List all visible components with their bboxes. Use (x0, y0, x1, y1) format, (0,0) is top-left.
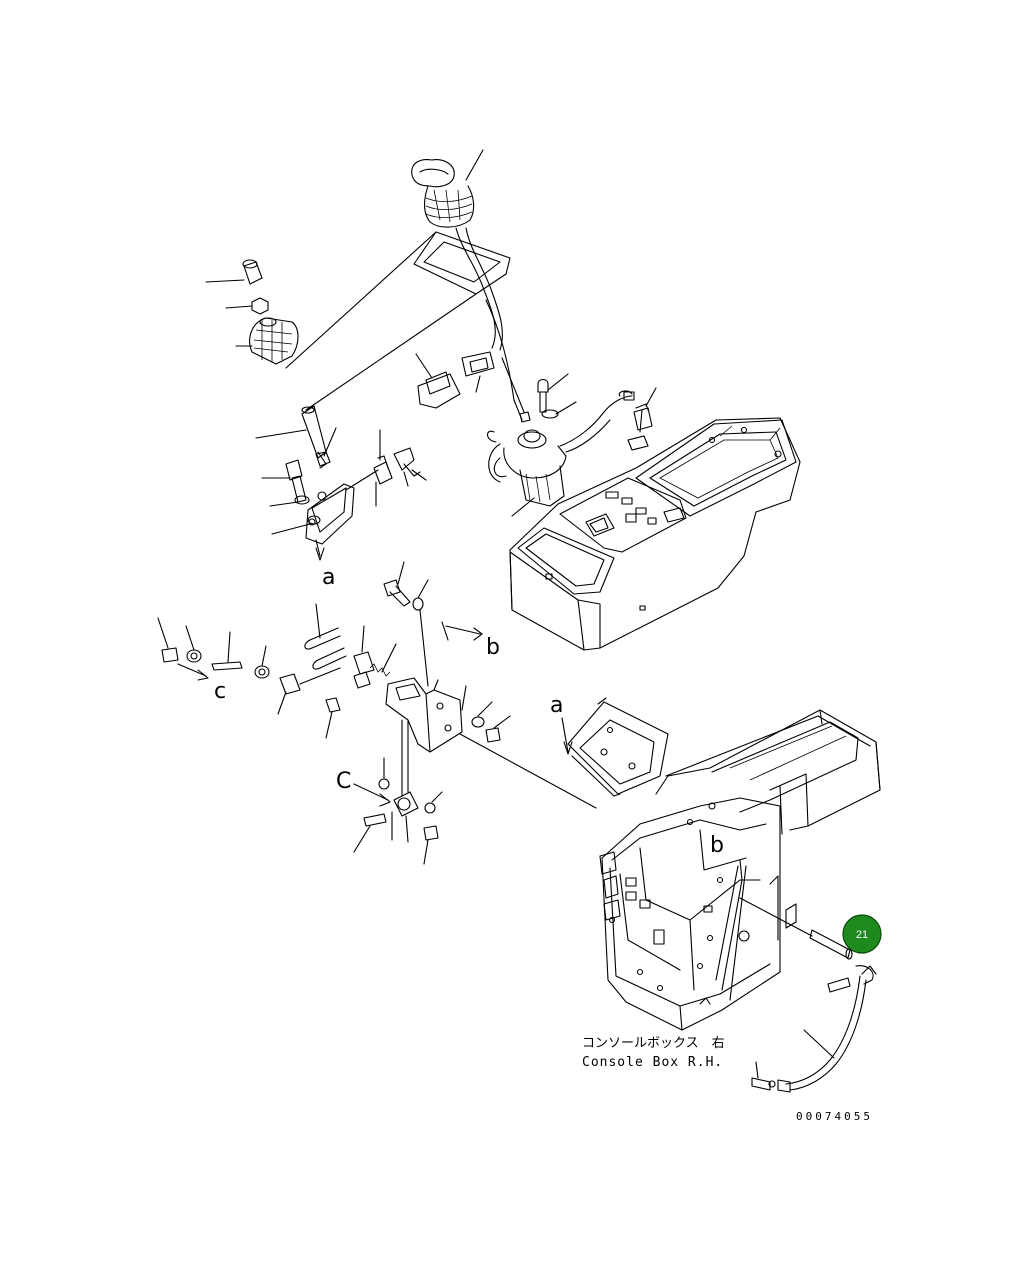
joystick-plate (285, 231, 511, 411)
caption-english: Console Box R.H. (582, 1055, 723, 1070)
nut-middle-left (325, 697, 341, 739)
pin-left (211, 631, 243, 671)
view-ref-c-lower: C (336, 769, 351, 794)
cap-part (205, 259, 263, 285)
view-ref-b-arrow: b (486, 635, 500, 660)
lower-link (391, 719, 419, 843)
view-ref-a-upper: a (322, 565, 335, 590)
u-bolt (304, 603, 347, 670)
top-plate-bracket (567, 697, 669, 797)
washer-left (269, 495, 310, 507)
connector-upper (461, 351, 495, 393)
rod-end-bolt (751, 1061, 776, 1091)
caption-japanese: コンソールボックス 右 (582, 1036, 725, 1051)
console-top (509, 417, 801, 651)
badge-circle (842, 914, 882, 954)
drawing-number: 00074055 (796, 1110, 873, 1123)
bolt-far-left (157, 617, 179, 663)
arrow-b (441, 621, 483, 641)
bolt-upper (537, 373, 569, 413)
view-ref-c-arrow: c (214, 679, 226, 704)
washer-far-left (185, 625, 202, 663)
bolt-rod-top (827, 965, 874, 993)
rod-part (255, 405, 327, 469)
bracket-left (305, 469, 379, 561)
connector-left (415, 353, 461, 409)
switch-right (618, 387, 657, 451)
washer-upper (541, 401, 577, 419)
small-nut (315, 427, 337, 467)
joystick-knob-assembly (411, 149, 484, 228)
washer-lower-right (424, 791, 443, 814)
console-frame (601, 709, 881, 1031)
view-ref-b-frame: b (710, 833, 724, 858)
washer-left-3 (254, 645, 270, 679)
part-number-badge-21[interactable]: 21 (842, 914, 882, 954)
view-ref-a-lower: a (550, 693, 563, 718)
rubber-boot (235, 317, 299, 365)
switch-part (373, 429, 393, 507)
washer-middle (412, 579, 429, 611)
pin-lower (353, 813, 387, 853)
badge-label: 21 (856, 929, 868, 941)
arrow-c-lower (353, 783, 391, 807)
arrow-c (177, 663, 209, 681)
bracket-middle (385, 677, 467, 753)
link-left (277, 667, 341, 715)
nut-part (225, 297, 269, 315)
washer-middle-2 (471, 701, 493, 728)
small-nut-upper (501, 357, 531, 423)
nut-middle-2 (485, 715, 511, 743)
washer-left-2 (271, 515, 321, 535)
washer-lower-left (378, 757, 390, 790)
cable-clip (393, 447, 427, 487)
rod-part-lower (777, 965, 877, 1093)
nut-lower-right (423, 825, 439, 865)
frame-left-bracket (599, 851, 621, 921)
spring-part (353, 625, 397, 689)
bolt-left (261, 459, 307, 503)
bolt-middle (383, 561, 411, 607)
pin-item-21 (739, 897, 853, 960)
